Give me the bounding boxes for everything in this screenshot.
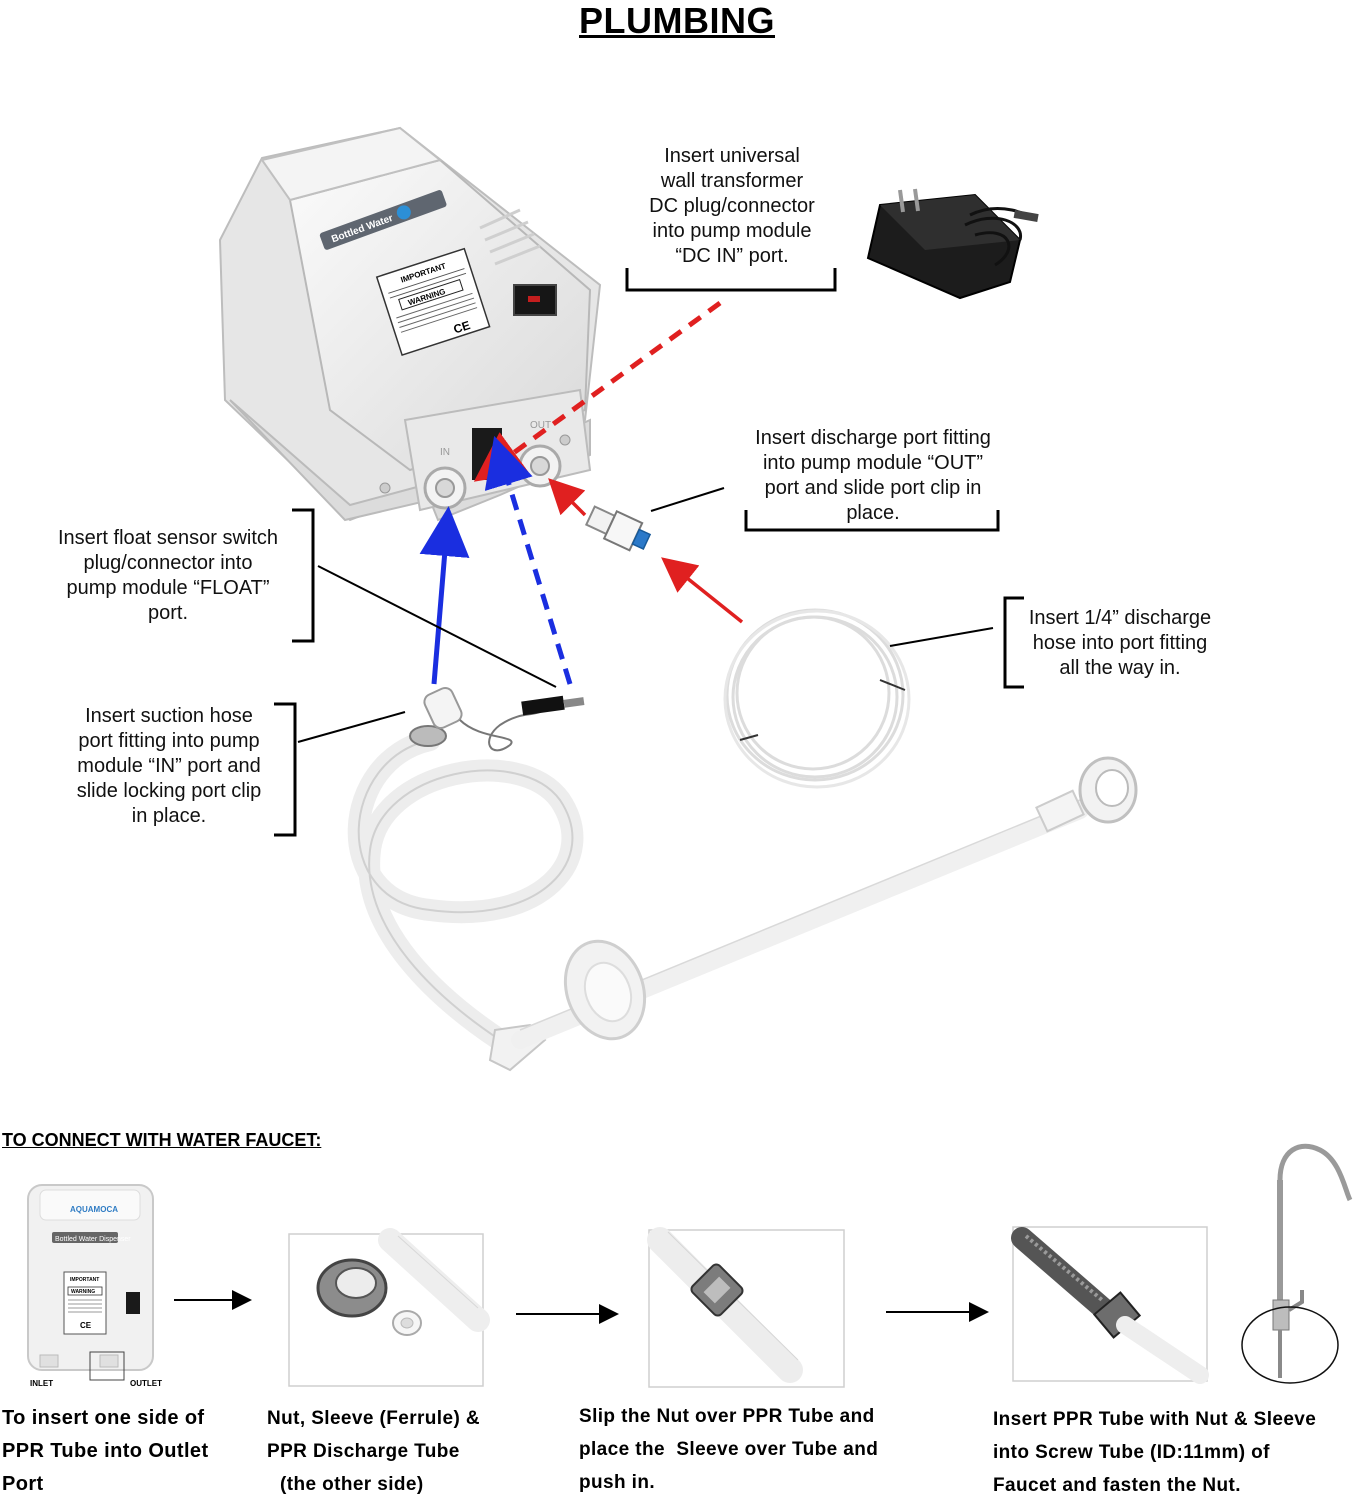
out-leader-line: [650, 487, 725, 512]
step-3-line: Slip the Nut over PPR Tube and: [579, 1406, 875, 1427]
in-port-label: IN: [440, 447, 450, 458]
faucet-section-title: TO CONNECT WITH WATER FAUCET:: [2, 1130, 322, 1150]
page-title: PLUMBING: [579, 0, 775, 41]
callout-dc-in-line: DC plug/connector: [649, 195, 815, 217]
step-4-line: into Screw Tube (ID:11mm) of: [993, 1442, 1270, 1463]
hose-bracket: [1003, 596, 1024, 689]
suction-bracket: [274, 702, 297, 837]
callout-suction-line: port fitting into pump: [78, 730, 260, 752]
discharge-port-fitting: [584, 505, 652, 552]
callout-float-line: plug/connector into: [83, 552, 253, 574]
step-4-text: Insert PPR Tube with Nut & Sleeve into S…: [993, 1403, 1353, 1502]
callout-dc-in-line: Insert universal: [664, 145, 800, 167]
small-pump-brand: Bottled Water Dispenser: [55, 1236, 131, 1243]
step-3-text: Slip the Nut over PPR Tube and place the…: [579, 1400, 959, 1499]
out-fitting-arrow: [548, 478, 587, 517]
callout-float-line: port.: [147, 602, 189, 624]
nut-sleeve-tube-image: [288, 1228, 490, 1387]
callout-hose-line: hose into port fitting: [1032, 632, 1208, 654]
callout-suction-line: module “IN” port and: [77, 755, 261, 777]
callout-suction: Insert suction hose port fitting into pu…: [58, 704, 280, 829]
wall-transformer: [866, 188, 1039, 300]
step-2-text: Nut, Sleeve (Ferrule) & PPR Discharge Tu…: [267, 1402, 567, 1501]
callout-float-line: pump module “FLOAT”: [66, 577, 270, 599]
out-port-label: OUT: [530, 420, 551, 431]
small-pump-logo: AQUAMOCA: [70, 1205, 118, 1214]
step-1-line: PPR Tube into Outlet: [2, 1440, 209, 1462]
pump-ce-mark: CE: [452, 318, 472, 336]
small-pump-important: IMPORTANT: [70, 1277, 99, 1283]
step-3-line: push in.: [579, 1472, 656, 1493]
callout-out-port: Insert discharge port fitting into pump …: [730, 426, 1016, 526]
suction-arrow: [419, 506, 470, 685]
discharge-hose-coil: [723, 608, 911, 789]
callout-out-port-line: place.: [846, 502, 900, 524]
callout-float: Insert float sensor switch plug/connecto…: [38, 526, 298, 626]
small-pump-ce: CE: [80, 1321, 92, 1330]
step-3-line: place the Sleeve over Tube and: [579, 1439, 879, 1460]
suction-leader-line: [297, 711, 406, 743]
step-4-line: Faucet and fasten the Nut.: [993, 1475, 1241, 1496]
float-bracket: [292, 508, 315, 643]
callout-hose: Insert 1/4” discharge hose into port fit…: [1010, 606, 1230, 681]
faucet-image: [1241, 1143, 1353, 1384]
callout-dc-in: Insert universal wall transformer DC plu…: [630, 144, 834, 269]
dc-in-bracket: [625, 268, 837, 292]
suction-hose-assembly: [347, 686, 1138, 1072]
hose-leader-line: [889, 627, 994, 647]
step-1-line: Port: [2, 1473, 44, 1495]
callout-hose-line: all the way in.: [1059, 657, 1181, 679]
callout-suction-line: slide locking port clip: [76, 780, 262, 802]
callout-suction-line: Insert suction hose: [85, 705, 253, 727]
callout-float-line: Insert float sensor switch: [57, 527, 279, 549]
hose-arrow: [661, 557, 744, 624]
callout-out-port-line: Insert discharge port fitting: [755, 427, 991, 449]
float-port: [472, 428, 502, 480]
callout-dc-in-line: “DC IN” port.: [675, 245, 789, 267]
pump-module: Bottled Water IMPORTANT WARNING CE: [218, 126, 602, 522]
out-bracket: [744, 510, 1000, 532]
small-pump-image: AQUAMOCA Bottled Water Dispenser IMPORTA…: [27, 1184, 162, 1388]
screw-tube-image: [1011, 1226, 1209, 1384]
small-pump-outlet: OUTLET: [130, 1379, 162, 1388]
step-2-line: (the other side): [280, 1474, 424, 1495]
power-switch: [513, 284, 557, 316]
step-1-text: To insert one side of PPR Tube into Outl…: [2, 1402, 262, 1501]
nut-over-tube-image: [647, 1227, 845, 1388]
step-2-line: PPR Discharge Tube: [267, 1441, 460, 1462]
step-4-line: Insert PPR Tube with Nut & Sleeve: [993, 1409, 1317, 1430]
step-1-line: To insert one side of: [2, 1407, 205, 1429]
callout-suction-line: in place.: [131, 805, 207, 827]
step-2-line: Nut, Sleeve (Ferrule) &: [267, 1408, 480, 1429]
callout-dc-in-line: into pump module: [652, 220, 812, 242]
small-pump-warning: WARNING: [71, 1289, 95, 1295]
callout-hose-line: Insert 1/4” discharge: [1028, 607, 1212, 629]
callout-out-port-line: port and slide port clip in: [764, 477, 982, 499]
small-pump-inlet: INLET: [30, 1379, 53, 1388]
callout-dc-in-line: wall transformer: [660, 170, 804, 192]
float-arrow: [484, 435, 573, 685]
callout-out-port-line: into pump module “OUT”: [762, 452, 984, 474]
float-leader-line: [317, 565, 557, 688]
